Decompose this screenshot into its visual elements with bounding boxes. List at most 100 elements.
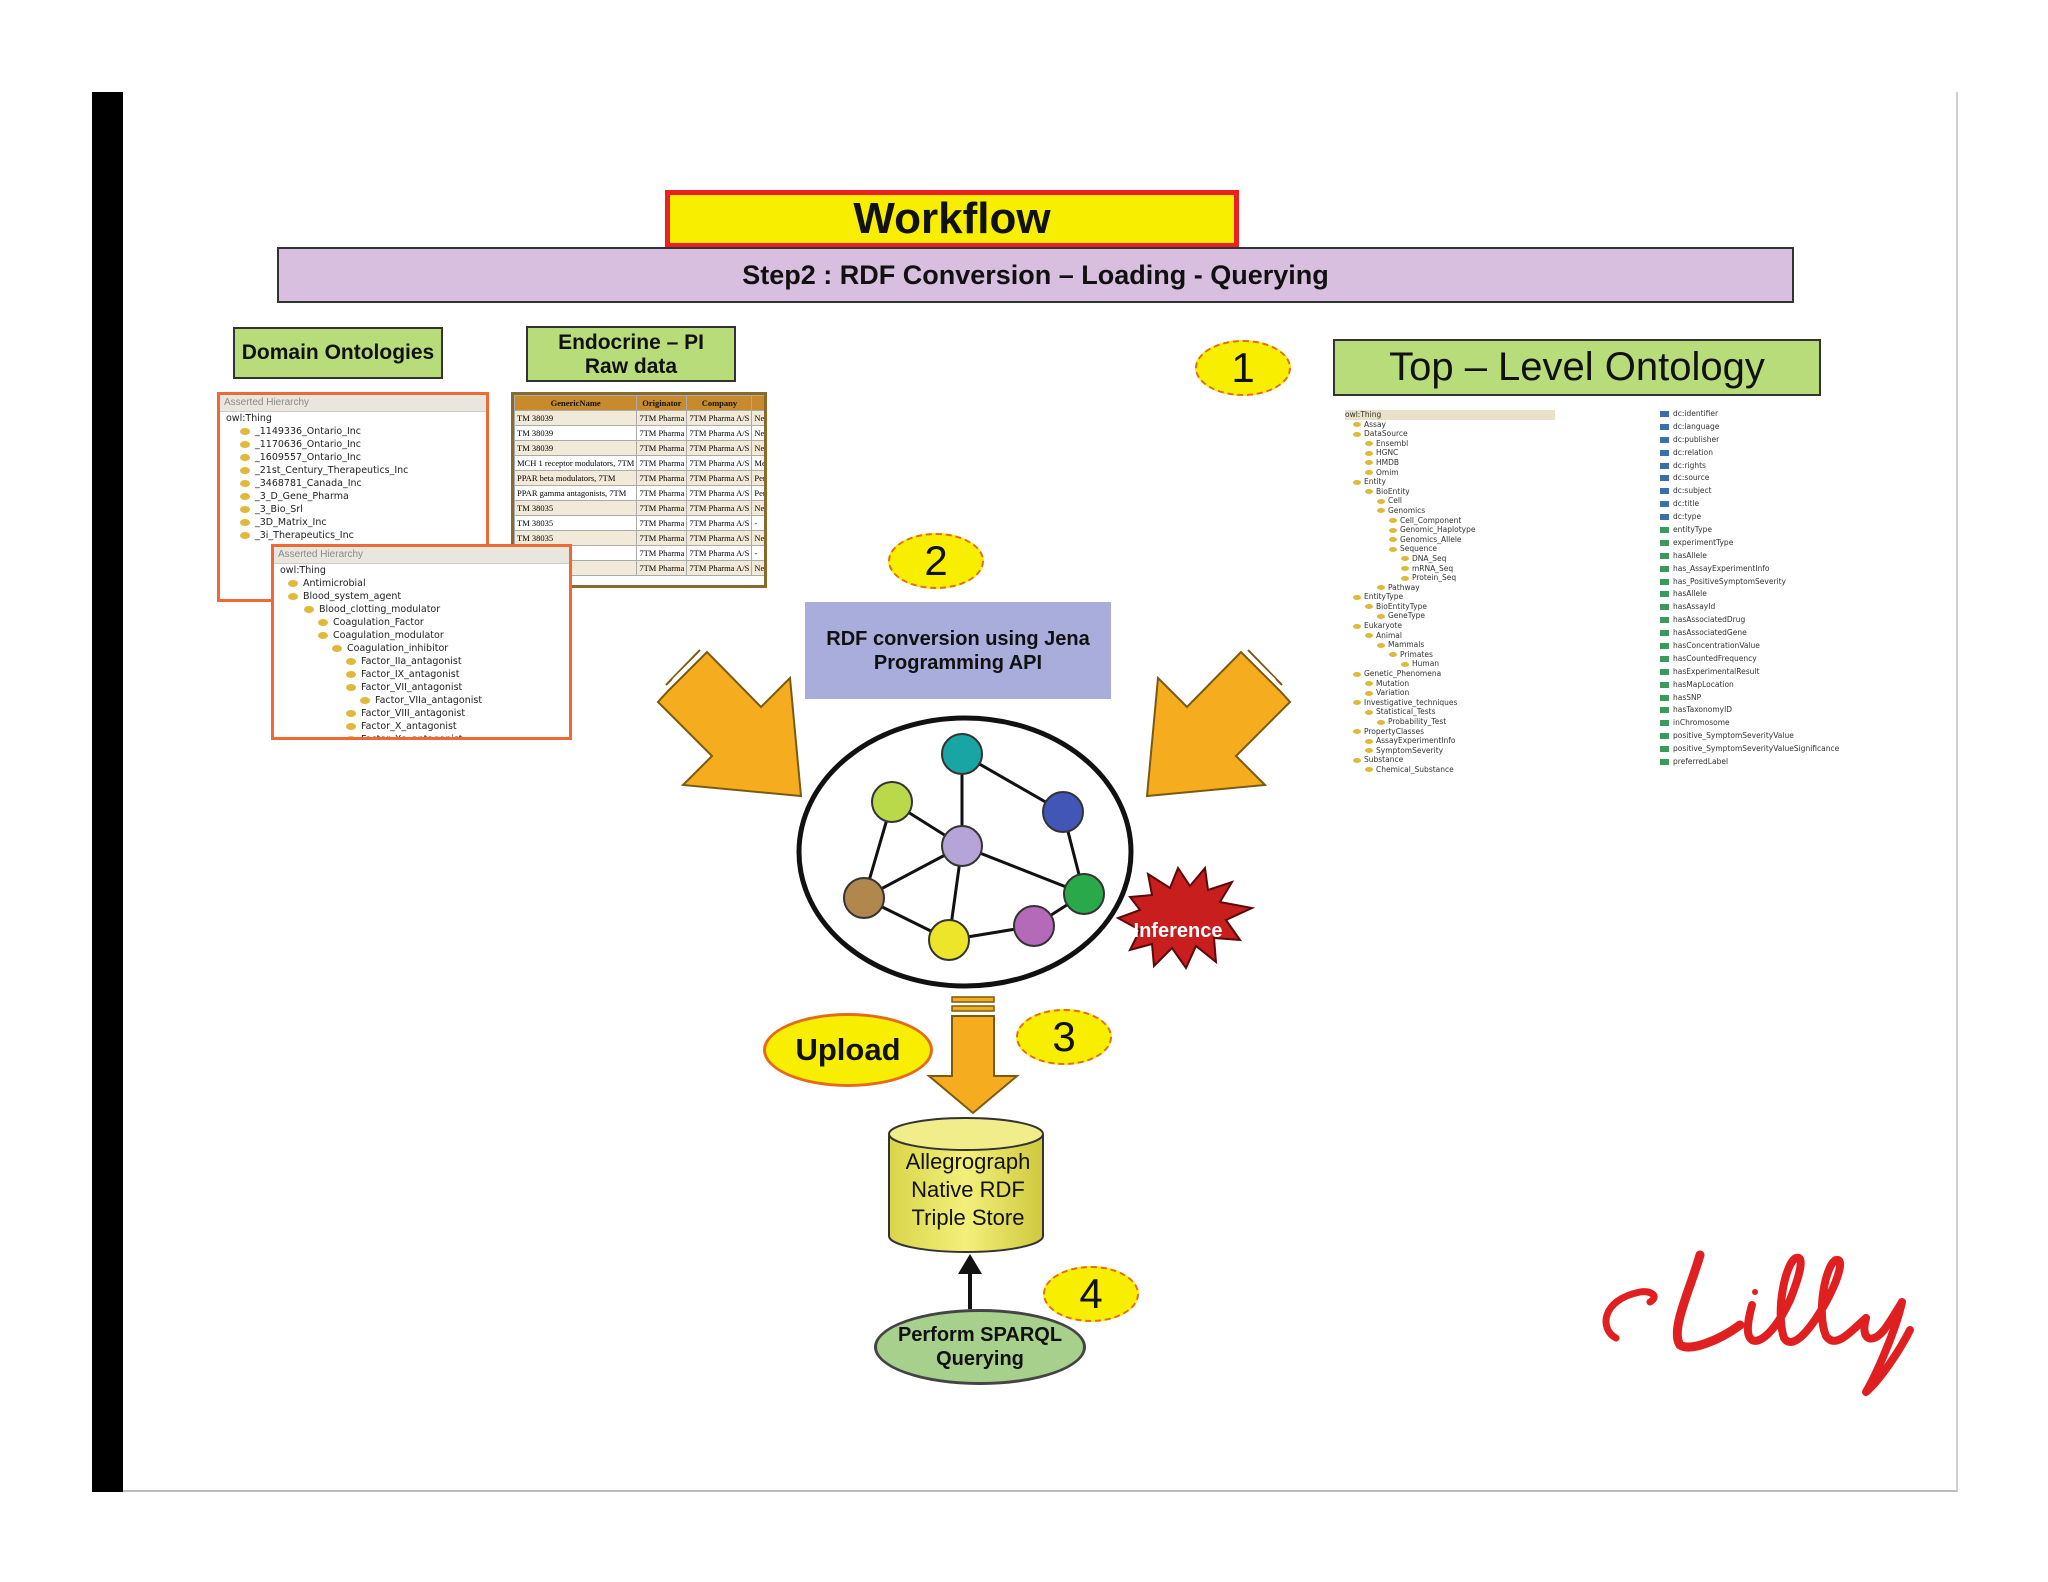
tree-item[interactable]: Factor_IIa_antagonist (274, 655, 569, 668)
ontology-class-item[interactable]: Protein_Seq (1345, 573, 1685, 583)
ontology-class-item[interactable]: Primates (1345, 650, 1685, 660)
ontology-class-item[interactable]: Sequence (1345, 544, 1685, 554)
ontology-class-item[interactable]: Substance (1345, 755, 1685, 765)
ontology-class-item[interactable]: BioEntity (1345, 487, 1685, 497)
ontology-class-item[interactable]: Pathway (1345, 583, 1685, 593)
tree-item[interactable]: _3_D_Gene_Pharma (220, 490, 486, 503)
tree-item-label: owl:Thing (280, 565, 326, 576)
ontology-property-item[interactable]: hasAssociatedGene (1660, 627, 1890, 640)
tree-item[interactable]: _3D_Matrix_Inc (220, 516, 486, 529)
tree-item[interactable]: owl:Thing (220, 412, 486, 425)
ontology-property-item[interactable]: dc:relation (1660, 447, 1890, 460)
tree-item[interactable]: Antimicrobial (274, 577, 569, 590)
ontology-class-item[interactable]: EntityType (1345, 592, 1685, 602)
tree-item[interactable]: _1609557_Ontario_Inc (220, 451, 486, 464)
ontology-property-item[interactable]: dc:title (1660, 498, 1890, 511)
ontology-property-item[interactable]: positive_SymptomSeverityValue (1660, 730, 1890, 743)
tree-item[interactable]: Factor_VII_antagonist (274, 681, 569, 694)
ontology-property-item[interactable]: dc:language (1660, 421, 1890, 434)
ontology-class-item[interactable]: Variation (1345, 688, 1685, 698)
ontology-class-item[interactable]: Animal (1345, 631, 1685, 641)
ontology-property-item[interactable]: hasAllele (1660, 550, 1890, 563)
ontology-property-item[interactable]: hasAssayId (1660, 601, 1890, 614)
ontology-class-item[interactable]: DataSource (1345, 429, 1685, 439)
ontology-property-item[interactable]: dc:rights (1660, 460, 1890, 473)
ontology-class-item[interactable]: owl:Thing (1345, 410, 1555, 420)
tree-item[interactable]: _21st_Century_Therapeutics_Inc (220, 464, 486, 477)
tree-item[interactable]: _1149336_Ontario_Inc (220, 425, 486, 438)
ontology-property-item[interactable]: hasAssociatedDrug (1660, 614, 1890, 627)
tree-item[interactable]: owl:Thing (274, 564, 569, 577)
tree-item-label: Coagulation_Factor (333, 617, 424, 628)
step-number-1: 1 (1195, 340, 1291, 396)
ontology-class-item[interactable]: Ensembl (1345, 439, 1685, 449)
ontology-class-item[interactable]: Genetic_Phenomena (1345, 669, 1685, 679)
ontology-class-item[interactable]: AssayExperimentInfo (1345, 736, 1685, 746)
triple-store-label: Allegrograph Native RDF Triple Store (890, 1148, 1046, 1232)
tree-item[interactable]: _3468781_Canada_Inc (220, 477, 486, 490)
ontology-property-item[interactable]: hasAllele (1660, 588, 1890, 601)
ontology-class-item[interactable]: Genomics (1345, 506, 1685, 516)
tree-item[interactable]: Coagulation_inhibitor (274, 642, 569, 655)
ontology-class-item[interactable]: GeneType (1345, 611, 1685, 621)
tree-item[interactable]: Factor_IX_antagonist (274, 668, 569, 681)
ontology-class-item[interactable]: Mutation (1345, 679, 1685, 689)
ontology-property-item[interactable]: has_PositiveSymptomSeverity (1660, 576, 1890, 589)
ontology-class-item[interactable]: Omim (1345, 468, 1685, 478)
ontology-class-item[interactable]: HGNC (1345, 448, 1685, 458)
ontology-class-item[interactable]: Chemical_Substance (1345, 765, 1685, 775)
ontology-property-item[interactable]: dc:type (1660, 511, 1890, 524)
property-icon (1660, 643, 1669, 650)
ontology-property-item[interactable]: positive_SymptomSeverityValueSignificanc… (1660, 743, 1890, 756)
ontology-class-item[interactable]: DNA_Seq (1345, 554, 1685, 564)
ontology-class-item[interactable]: Genomics_Allele (1345, 535, 1685, 545)
ontology-class-item[interactable]: BioEntityType (1345, 602, 1685, 612)
tree-item[interactable]: _3i_Therapeutics_Inc (220, 529, 486, 542)
ontology-class-item[interactable]: Cell_Component (1345, 516, 1685, 526)
ontology-property-item[interactable]: experimentType (1660, 537, 1890, 550)
tree-item[interactable]: Blood_system_agent (274, 590, 569, 603)
ontology-property-item[interactable]: preferredLabel (1660, 756, 1890, 769)
ontology-property-item[interactable]: hasTaxonomyID (1660, 704, 1890, 717)
ontology-class-item[interactable]: Cell (1345, 496, 1685, 506)
class-icon (240, 532, 250, 539)
ontology-class-item[interactable]: SymptomSeverity (1345, 746, 1685, 756)
table-cell: 7TM Pharma (636, 500, 688, 516)
ontology-property-item[interactable]: hasConcentrationValue (1660, 640, 1890, 653)
ontology-property-item[interactable]: hasSNP (1660, 692, 1890, 705)
ontology-property-item[interactable]: hasMapLocation (1660, 679, 1890, 692)
ontology-property-item[interactable]: dc:source (1660, 472, 1890, 485)
ontology-property-item[interactable]: hasCountedFrequency (1660, 653, 1890, 666)
ontology-class-item[interactable]: Entity (1345, 477, 1685, 487)
tree-item[interactable]: Coagulation_Factor (274, 616, 569, 629)
ontology-property-item[interactable]: hasExperimentalResult (1660, 666, 1890, 679)
tree-item[interactable]: Coagulation_modulator (274, 629, 569, 642)
ontology-class-item[interactable]: Probability_Test (1345, 717, 1685, 727)
ontology-property-item[interactable]: has_AssayExperimentInfo (1660, 563, 1890, 576)
ontology-class-item[interactable]: Investigative_techniques (1345, 698, 1685, 708)
ontology-property-item[interactable]: dc:publisher (1660, 434, 1890, 447)
ontology-class-item[interactable]: mRNA_Seq (1345, 564, 1685, 574)
tree-item[interactable]: Factor_VIIa_antagonist (274, 694, 569, 707)
ontology-class-item[interactable]: Eukaryote (1345, 621, 1685, 631)
ontology-property-item[interactable]: entityType (1660, 524, 1890, 537)
ontology-class-item[interactable]: Genomic_Haplotype (1345, 525, 1685, 535)
tree-item[interactable]: Factor_X_antagonist (274, 720, 569, 733)
tree-item[interactable]: _3_Bio_Srl (220, 503, 486, 516)
ontology-property-label: experimentType (1673, 537, 1734, 547)
ontology-property-item[interactable]: dc:identifier (1660, 408, 1890, 421)
tree-item[interactable]: Factor_VIII_antagonist (274, 707, 569, 720)
tree-item[interactable]: _1170636_Ontario_Inc (220, 438, 486, 451)
ontology-property-item[interactable]: inChromosome (1660, 717, 1890, 730)
ontology-class-item[interactable]: Statistical_Tests (1345, 707, 1685, 717)
tree-item[interactable]: Blood_clotting_modulator (274, 603, 569, 616)
ontology-class-item[interactable]: Human (1345, 659, 1685, 669)
graph-node (843, 877, 885, 919)
tree-item[interactable]: Factor_Xa_antagonist (274, 733, 569, 737)
ontology-class-item[interactable]: Assay (1345, 420, 1685, 430)
ontology-class-item[interactable]: Mammals (1345, 640, 1685, 650)
ontology-class-item[interactable]: PropertyClasses (1345, 727, 1685, 737)
ontology-property-item[interactable]: dc:subject (1660, 485, 1890, 498)
ontology-class-item[interactable]: HMDB (1345, 458, 1685, 468)
